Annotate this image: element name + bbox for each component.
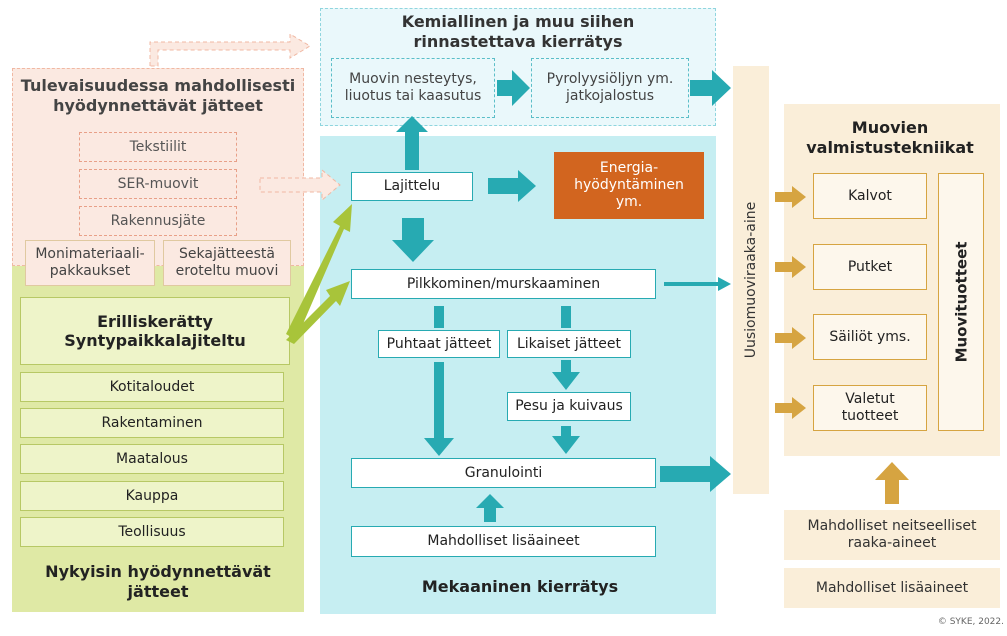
additives-box: Mahdolliset lisäaineet bbox=[351, 526, 656, 557]
product-pipes: Putket bbox=[813, 244, 927, 290]
product-films: Kalvot bbox=[813, 173, 927, 219]
future-to-chemical-arrow bbox=[149, 33, 311, 67]
chemical-title: Kemiallinen ja muu siihen rinnastettava … bbox=[401, 12, 635, 51]
energy-recovery-box: Energia-hyödyntäminen ym. bbox=[554, 152, 704, 219]
future-item-construction: Rakennusjäte bbox=[79, 206, 237, 236]
chemical-step-pyrolysis: Pyrolyysiöljyn ym. jatkojalostus bbox=[531, 58, 689, 118]
granulation-box: Granulointi bbox=[351, 458, 656, 488]
virgin-raw-materials-box: Mahdolliset neitseelliset raaka-aineet bbox=[784, 510, 1000, 560]
future-item-multimaterial: Monimateriaali-pakkaukset bbox=[25, 240, 155, 286]
plastic-products-box: Muovituotteet bbox=[938, 173, 984, 431]
current-waste-header: Erilliskerätty Syntypaikkalajiteltu bbox=[20, 297, 290, 365]
washing-drying-box: Pesu ja kuivaus bbox=[507, 392, 631, 421]
source-industry: Teollisuus bbox=[20, 517, 284, 547]
product-cast: Valetut tuotteet bbox=[813, 385, 927, 431]
chemical-step-liquefaction: Muovin nesteytys, liuotus tai kaasutus bbox=[331, 58, 495, 118]
manufacturing-title: Muovien valmistustekniikat bbox=[806, 118, 974, 157]
future-item-mixed-waste-plastic: Sekajätteestä eroteltu muovi bbox=[163, 240, 291, 286]
current-waste-title: Nykyisin hyödynnettävät jätteet bbox=[45, 562, 271, 601]
future-item-textiles: Tekstiilit bbox=[79, 132, 237, 162]
future-item-ser-plastics: SER-muovit bbox=[79, 169, 237, 199]
plastic-products-label: Muovituotteet bbox=[952, 241, 970, 363]
shredding-box: Pilkkominen/murskaaminen bbox=[351, 269, 656, 299]
chemical-region bbox=[320, 8, 716, 126]
clean-waste-box: Puhtaat jätteet bbox=[378, 330, 500, 358]
future-waste-title: Tulevaisuudessa mahdollisesti hyödynnett… bbox=[20, 76, 296, 115]
recycled-raw-label: Uusiomuoviraaka-aine bbox=[743, 201, 760, 359]
source-households: Kotitaloudet bbox=[20, 372, 284, 402]
future-waste-region bbox=[12, 68, 304, 266]
recycled-raw-column bbox=[733, 66, 769, 494]
manufacturing-additives-box: Mahdolliset lisäaineet bbox=[784, 568, 1000, 608]
source-agriculture: Maatalous bbox=[20, 444, 284, 474]
product-containers: Säiliöt yms. bbox=[813, 314, 927, 360]
source-construction: Rakentaminen bbox=[20, 408, 284, 438]
sorting-box: Lajittelu bbox=[351, 172, 473, 201]
dirty-waste-box: Likaiset jätteet bbox=[507, 330, 631, 358]
mechanical-title: Mekaaninen kierrätys bbox=[421, 577, 619, 596]
virgin-to-manufacturing-arrow bbox=[875, 462, 909, 504]
source-commerce: Kauppa bbox=[20, 481, 284, 511]
copyright-text: © SYKE, 2022. bbox=[937, 617, 1004, 627]
